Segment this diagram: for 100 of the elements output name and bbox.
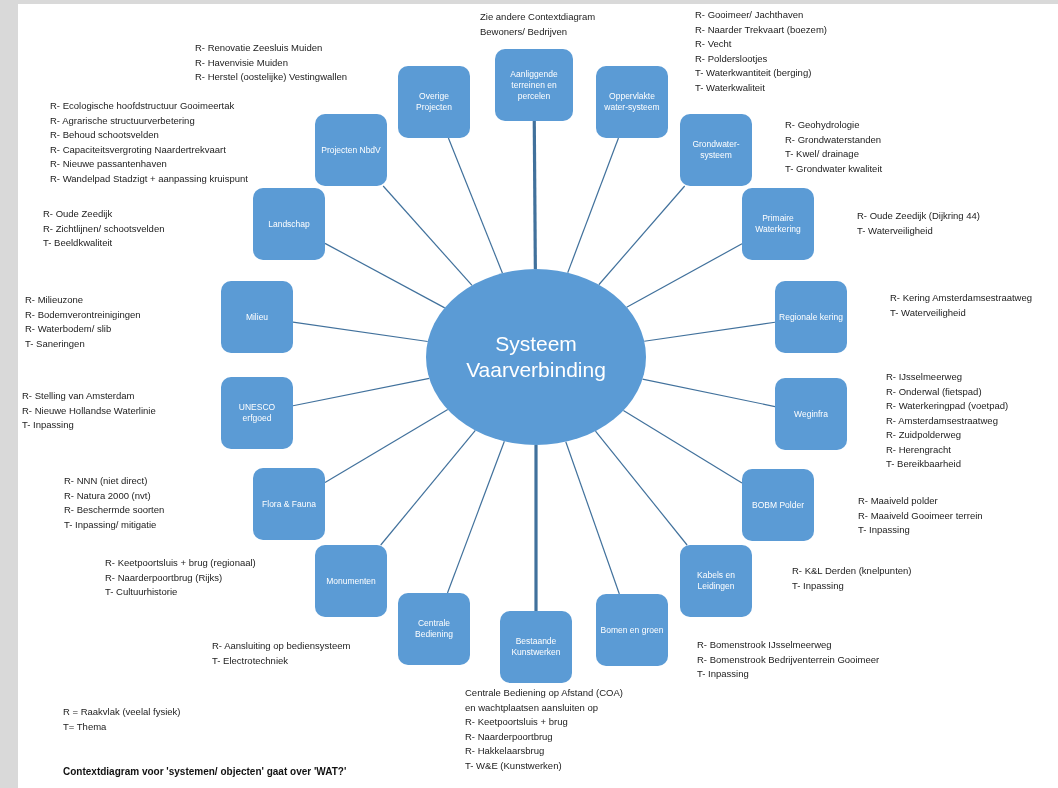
topic-box [221, 377, 293, 449]
note-line: R- Renovatie Zeesluis Muiden [195, 41, 324, 55]
note-line: R- Gooimeer/ Jachthaven [695, 8, 805, 22]
note-line: Centrale Bediening op Afstand (COA) [465, 686, 623, 700]
note-line: R- Natura 2000 (nvt) [64, 488, 152, 503]
topic-label: Milieu [245, 311, 269, 323]
note-line: T- Electrotechniek [212, 653, 290, 668]
topic-label: BOBM Polder [752, 499, 804, 511]
connector-line [643, 321, 776, 342]
topic-box [253, 468, 325, 540]
topic-label: Projecten NbdV [321, 144, 381, 156]
topic-box [775, 378, 847, 450]
note-line: R- Grondwaterstanden [785, 132, 883, 147]
note-line: T- Cultuurhistorie [105, 585, 179, 599]
system-title: Systeem Vaarverbinding [465, 331, 607, 383]
note-line: R- Polderslootjes [695, 51, 769, 66]
note-line: T- Inpassing [22, 418, 75, 432]
topic-box [398, 593, 470, 665]
connector-line [565, 441, 620, 595]
note-line: R- Agrarische structuurverbetering [50, 113, 196, 128]
note-line: R- Oude Zeedijk [43, 207, 114, 221]
connector-line [447, 137, 504, 274]
topic-box [398, 66, 470, 138]
note-line: T- Bereikbaarheid [886, 457, 962, 471]
connector-line [292, 321, 429, 343]
note-line: T- Waterveiligheid [890, 305, 967, 320]
note-line: R- Onderwal (fietspad) [886, 384, 983, 399]
note-line: R- Nieuwe passantenhaven [50, 157, 168, 171]
connector-line [380, 429, 476, 546]
topic-box [495, 49, 573, 121]
note-line: R- Herstel (oostelijke) Vestingwallen [195, 70, 348, 84]
connector-line [598, 185, 686, 286]
topic-box [253, 188, 325, 260]
note-line: R- Kering Amsterdamsestraatweg [890, 291, 1033, 305]
note-line: T- W&E (Kunstwerken) [465, 758, 563, 773]
topic-label: Regionale kering [779, 311, 843, 323]
topic-label: Kabels en Leidingen [696, 570, 736, 592]
topic-box [742, 469, 814, 541]
topic-label: Overige Projecten [415, 91, 453, 113]
note-line: T- Saneringen [25, 336, 86, 351]
note-line: T- Inpassing [858, 523, 911, 537]
note-line: R- NNN (niet direct) [64, 474, 149, 488]
topic-label: Primaire Waterkering [754, 213, 802, 235]
connector-line [324, 408, 449, 484]
topic-label: Monumenten [326, 575, 376, 587]
connector-line [641, 378, 776, 408]
note-line: R- Bomenstrook IJsselmeerweg [697, 638, 833, 652]
connector-line [626, 243, 743, 308]
note-line: R- Aansluiting op bediensysteem [212, 639, 351, 653]
topic-box [221, 281, 293, 353]
connector-line [446, 440, 505, 594]
note-line: R- Zuidpolderweg [886, 428, 962, 442]
note-line: R- Hakkelaarsbrug [465, 744, 546, 758]
topic-box [500, 611, 572, 683]
topic-label: Oppervlakte water-systeem [603, 91, 661, 113]
note-line: en wachtplaatsen aansluiten op [465, 700, 600, 715]
topic-box [315, 114, 387, 186]
note-line: T- Kwel/ drainage [785, 147, 860, 161]
connector-line [567, 137, 620, 274]
legend-note: T= Thema [63, 720, 107, 734]
note-line: R- IJsselmeerweg [886, 370, 964, 384]
note-line: T- Waterkwantiteit (berging) [695, 66, 813, 80]
topic-label: Flora & Fauna [262, 498, 316, 510]
connector-line [532, 121, 537, 269]
note-line: R- Havenvisie Muiden [195, 55, 289, 70]
connector-line [382, 185, 473, 286]
note-line: T- Waterveiligheid [857, 223, 934, 238]
topic-label: Landschap [268, 218, 310, 230]
note-line: R- Amsterdamsestraatweg [886, 413, 999, 428]
topic-box [775, 281, 847, 353]
note-line: T- Inpassing [697, 667, 750, 681]
note-line: R- Keetpoortsluis + brug (regionaal) [105, 556, 256, 570]
topic-label: Centrale Bediening [414, 618, 454, 640]
topic-label: Bomen en groen [600, 624, 664, 636]
note-line: R- K&L Derden (knelpunten) [792, 564, 912, 578]
topic-label: UNESCO erfgoed [237, 402, 277, 424]
topic-box [596, 594, 668, 666]
note-line: T- Grondwater kwaliteit [785, 161, 883, 176]
note-line: R- Beschermde soorten [64, 503, 165, 517]
topic-label: Aanliggende terreinen en percelen [509, 68, 559, 102]
note-line: R- Ecologische hoofdstructuur Gooimeertak [50, 99, 236, 113]
note-line: T- Inpassing [792, 578, 845, 593]
note-line: R- Naarderpoortbrug [465, 729, 554, 744]
topic-label: Bestaande Kunstwerken [510, 636, 562, 658]
note-line: R- Waterbodem/ slib [25, 322, 113, 336]
note-line: T- Inpassing/ mitigatie [64, 517, 158, 532]
topic-box [315, 545, 387, 617]
connector-line [622, 409, 743, 484]
note-line: R- Naarder Trekvaart (boezem) [695, 22, 827, 37]
note-line: R- Bodemverontreinigingen [25, 307, 141, 322]
note-line: Zie andere Contextdiagram [480, 10, 596, 24]
note-line: R- Bomenstrook Bedrijventerrein Gooimeer [697, 652, 880, 667]
note-line: R- Naarderpoortbrug (Rijks) [105, 570, 224, 585]
note-line: R- Herengracht [886, 442, 952, 457]
topic-box [742, 188, 814, 260]
note-line: R- Zichtlijnen/ schootsvelden [43, 221, 165, 236]
topic-box [596, 66, 668, 138]
connector-line [534, 445, 538, 611]
note-line: R- Maaiveld Gooimeer terrein [858, 508, 983, 523]
note-line: R- Oude Zeedijk (Dijkring 44) [857, 209, 980, 223]
